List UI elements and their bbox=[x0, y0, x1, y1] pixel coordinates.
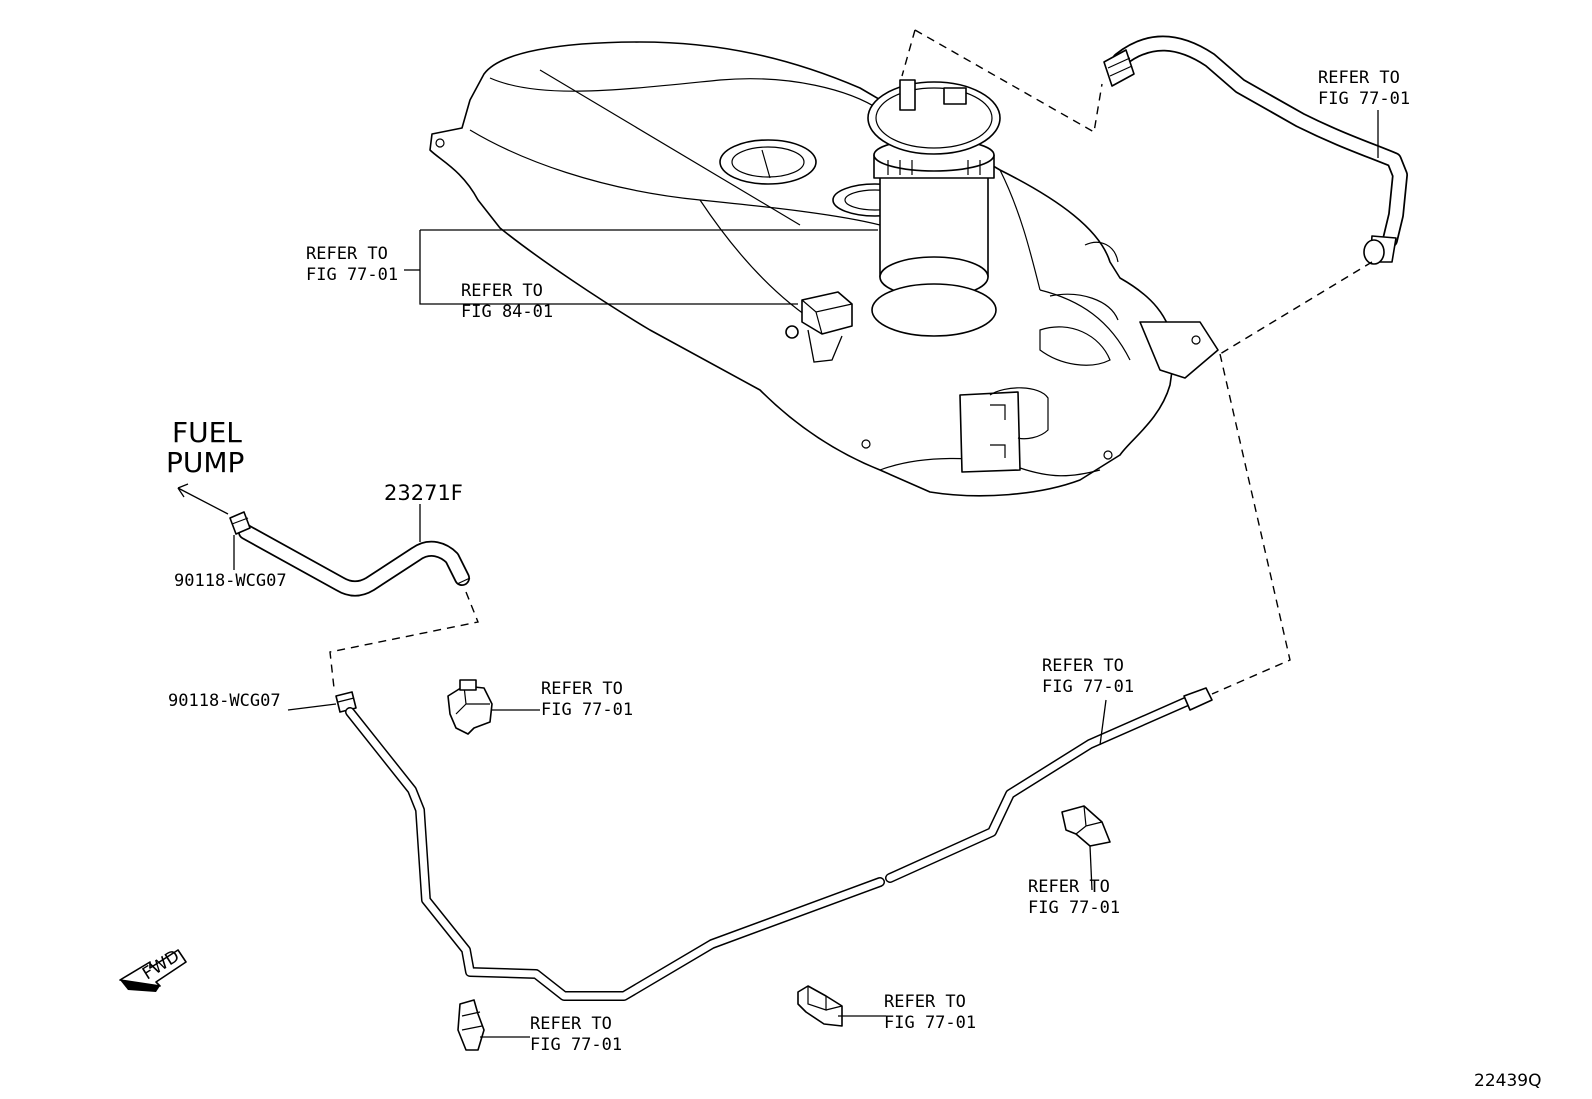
refer-vent-hose-line1: REFER TO bbox=[1318, 68, 1400, 88]
refer-sender-line2: FIG 84-01 bbox=[461, 302, 553, 322]
fuel-pump-label-line2: PUMP bbox=[166, 446, 244, 479]
refer-clip-right: REFER TO FIG 77-01 bbox=[1028, 877, 1120, 918]
fuel-pump-label-line1: FUEL bbox=[172, 416, 242, 449]
vent-hose bbox=[1103, 35, 1408, 265]
connection-line-vent-tank bbox=[1219, 261, 1373, 355]
refer-vent-hose: REFER TO FIG 77-01 bbox=[1318, 68, 1410, 109]
refer-clip-left: REFER TO FIG 77-01 bbox=[541, 679, 633, 720]
clamp-lower-part-number: 90118-WCG07 bbox=[168, 691, 281, 711]
connection-line-pump-vent bbox=[901, 29, 1103, 134]
refer-clip-left-line1: REFER TO bbox=[541, 679, 623, 699]
fuel-tank bbox=[429, 41, 1219, 497]
fuel-sender-gauge bbox=[785, 291, 853, 363]
refer-pump-module-line1: REFER TO bbox=[306, 244, 388, 264]
hose-clamp-upper bbox=[229, 511, 251, 535]
refer-vent-hose-line2: FIG 77-01 bbox=[1318, 89, 1410, 109]
figure-id: 22439Q bbox=[1474, 1071, 1541, 1091]
fuel-pump-direction-arrow bbox=[177, 483, 229, 515]
refer-fuel-tube: REFER TO FIG 77-01 bbox=[1042, 656, 1134, 697]
refer-clip-bottom-left: REFER TO FIG 77-01 bbox=[530, 1014, 622, 1055]
connection-line-tank-tube bbox=[1211, 353, 1291, 695]
refer-clip-left-line2: FIG 77-01 bbox=[541, 700, 633, 720]
hose-part-number: 23271F bbox=[384, 481, 463, 505]
refer-fuel-tube-line2: FIG 77-01 bbox=[1042, 677, 1134, 697]
hose-clamp-lower bbox=[335, 691, 357, 713]
refer-clip-bottom-center: REFER TO FIG 77-01 bbox=[884, 992, 976, 1033]
refer-sender: REFER TO FIG 84-01 bbox=[461, 281, 553, 322]
tube-clip-bottom-left bbox=[457, 999, 485, 1051]
connection-line-hose-clamp bbox=[329, 591, 479, 689]
leader-lines bbox=[233, 110, 1379, 1038]
refer-pump-module: REFER TO FIG 77-01 bbox=[306, 244, 398, 285]
fuel-hose-23271F bbox=[238, 524, 471, 597]
fuel-tube bbox=[345, 687, 1213, 1001]
tube-clip-bottom-center bbox=[797, 985, 843, 1027]
refer-fuel-tube-line1: REFER TO bbox=[1042, 656, 1124, 676]
refer-clip-bottom-left-line1: REFER TO bbox=[530, 1014, 612, 1034]
refer-clip-bottom-left-line2: FIG 77-01 bbox=[530, 1035, 622, 1055]
tube-clip-right bbox=[1061, 805, 1111, 847]
refer-clip-bottom-center-line2: FIG 77-01 bbox=[884, 1013, 976, 1033]
fuel-pump-module bbox=[867, 79, 1001, 337]
refer-pump-module-line2: FIG 77-01 bbox=[306, 265, 398, 285]
fuel-pump-label: FUEL PUMP bbox=[166, 416, 251, 479]
refer-clip-right-line1: REFER TO bbox=[1028, 877, 1110, 897]
clamp-upper-part-number: 90118-WCG07 bbox=[174, 571, 287, 591]
fwd-arrow-icon: FWD bbox=[119, 946, 187, 992]
refer-clip-right-line2: FIG 77-01 bbox=[1028, 898, 1120, 918]
refer-sender-line1: REFER TO bbox=[461, 281, 543, 301]
refer-clip-bottom-center-line1: REFER TO bbox=[884, 992, 966, 1012]
tube-clamp-clip-center bbox=[447, 679, 493, 735]
